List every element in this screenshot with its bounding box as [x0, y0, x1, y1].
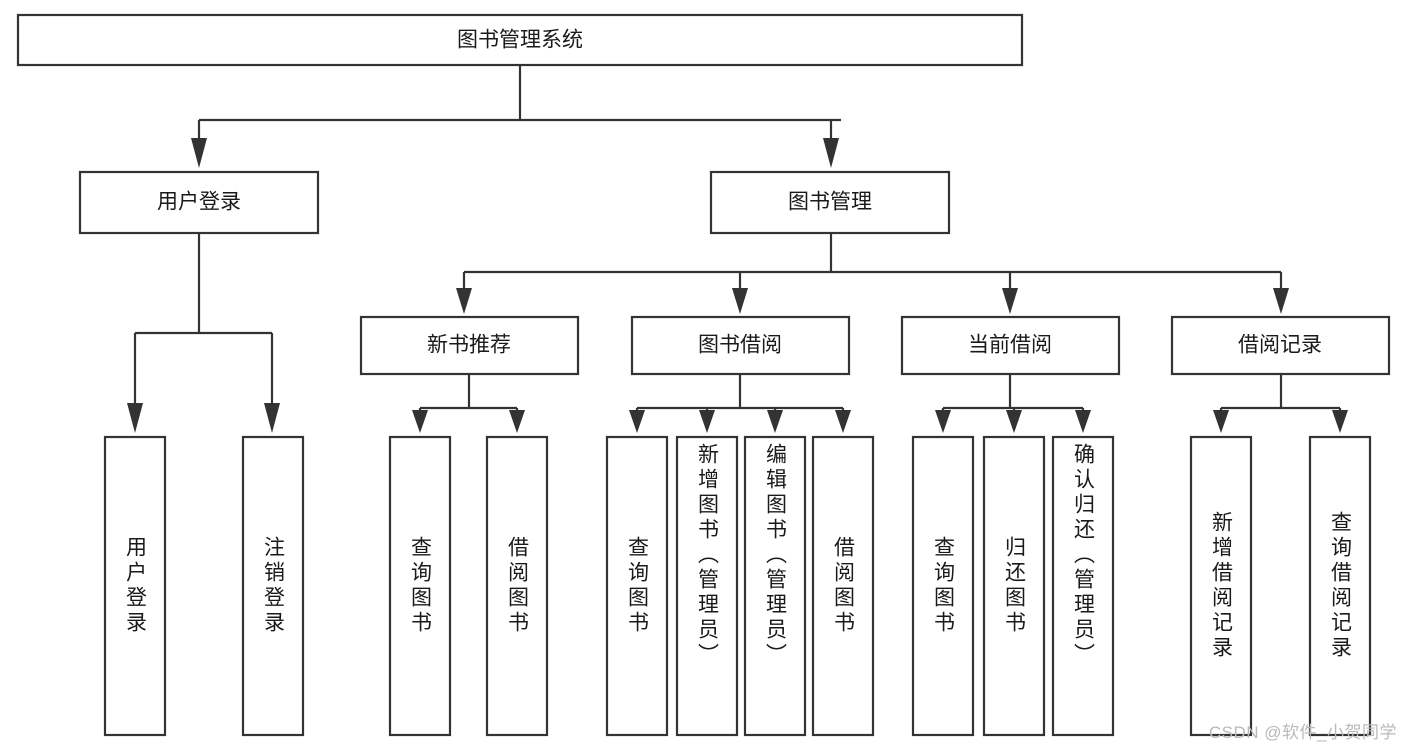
arrow-head-leaf-confirm-return-admin: [1075, 410, 1091, 433]
arrow-head-borrow-record: [1273, 288, 1289, 314]
arrow-head-current-borrow: [1002, 288, 1018, 314]
arrow-head-leaf-edit-book-admin: [767, 410, 783, 433]
node-book-management-box[interactable]: [709, 170, 951, 235]
arrow-head-leaf-return-book: [1006, 410, 1022, 433]
arrow-head-user-login: [191, 138, 207, 168]
arrow-head-leaf-user-login: [127, 403, 143, 433]
arrow-head-leaf-borrow-book: [835, 410, 851, 433]
leaf-box-borrow-book-recommend[interactable]: [485, 435, 549, 737]
node-borrow-record[interactable]: 借阅记录: [1170, 315, 1391, 376]
leaf-box-query-borrow-record[interactable]: [1308, 435, 1372, 737]
connector-group-borrow-record: [1213, 374, 1348, 433]
node-book-borrow-label: 图书借阅: [698, 334, 782, 357]
leaf-box-edit-book-admin[interactable]: [743, 435, 807, 737]
node-new-book-recommend[interactable]: 新书推荐: [359, 315, 580, 376]
node-user-login[interactable]: 用户登录: [78, 170, 320, 235]
leaf-boxes: [103, 435, 1372, 737]
arrow-head-book-borrow: [732, 288, 748, 314]
arrow-head-new-book-recommend: [456, 288, 472, 314]
node-new-book-recommend-label: 新书推荐: [427, 334, 511, 357]
leaf-box-logout[interactable]: [241, 435, 305, 737]
node-book-management[interactable]: 图书管理: [709, 170, 951, 235]
node-borrow-record-label: 借阅记录: [1238, 334, 1322, 357]
leaf-box-add-borrow-record[interactable]: [1189, 435, 1253, 737]
arrow-head-leaf-query-book-recommend: [412, 410, 428, 433]
leaf-box-add-book-admin[interactable]: [675, 435, 739, 737]
arrow-head-leaf-logout: [264, 403, 280, 433]
leaf-box-user-login[interactable]: [103, 435, 167, 737]
connector-group-book-management: [456, 233, 1289, 314]
node-current-borrow[interactable]: 当前借阅: [900, 315, 1121, 376]
arrow-head-leaf-add-book-admin: [699, 410, 715, 433]
connector-group-user-login: [127, 233, 280, 433]
node-root-label: 图书管理系统: [457, 29, 583, 52]
arrow-head-leaf-query-book-borrow: [629, 410, 645, 433]
connector-group-new-book-recommend: [412, 374, 525, 433]
node-current-borrow-label: 当前借阅: [968, 334, 1052, 357]
node-user-login-box[interactable]: [78, 170, 320, 235]
arrow-head-book-management: [823, 138, 839, 168]
node-root-box[interactable]: [16, 13, 1024, 67]
node-book-borrow-box[interactable]: [630, 315, 851, 376]
leaf-box-borrow-book[interactable]: [811, 435, 875, 737]
leaf-box-confirm-return-admin[interactable]: [1051, 435, 1115, 737]
connector-group-root: [191, 65, 841, 168]
arrow-head-leaf-query-book-current: [935, 410, 951, 433]
arrow-head-leaf-add-borrow-record: [1213, 410, 1229, 433]
arrow-head-leaf-query-borrow-record: [1332, 410, 1348, 433]
node-borrow-record-box[interactable]: [1170, 315, 1391, 376]
connector-group-book-borrow: [629, 374, 851, 433]
arrow-head-leaf-borrow-book-recommend: [509, 410, 525, 433]
leaf-box-query-book-borrow[interactable]: [605, 435, 669, 737]
node-root[interactable]: 图书管理系统: [16, 13, 1024, 67]
connector-group-current-borrow: [935, 374, 1091, 433]
csdn-watermark: CSDN @软件_小贺同学: [1208, 723, 1397, 742]
leaf-box-query-book-recommend[interactable]: [388, 435, 452, 737]
node-user-login-label: 用户登录: [157, 191, 241, 214]
leaf-box-query-book-current[interactable]: [911, 435, 975, 737]
leaf-box-return-book[interactable]: [982, 435, 1046, 737]
node-current-borrow-box[interactable]: [900, 315, 1121, 376]
node-book-borrow[interactable]: 图书借阅: [630, 315, 851, 376]
node-new-book-recommend-box[interactable]: [359, 315, 580, 376]
node-book-management-label: 图书管理: [788, 191, 872, 214]
